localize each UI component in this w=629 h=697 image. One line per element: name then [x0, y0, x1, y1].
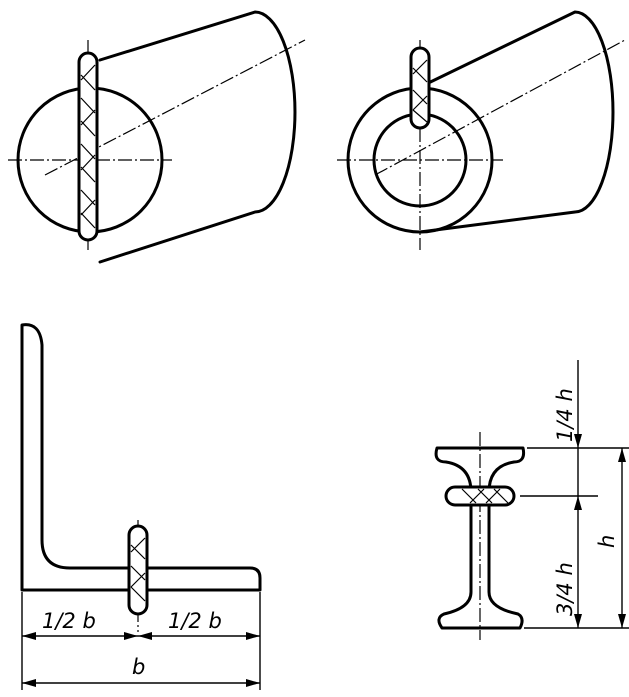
arrow-left-2 [22, 679, 36, 687]
solid-round-bar [8, 10, 306, 264]
angle-right-half-label: 1/2 b [168, 609, 222, 633]
angle-sample [127, 524, 149, 616]
angle-total-label: b [132, 655, 145, 679]
ibeam-quarter-label: 1/4 h [553, 388, 577, 442]
arrow-left-1 [22, 632, 36, 640]
angle-outline [20, 323, 262, 592]
i-beam-outline [434, 446, 526, 630]
i-beam-section: 1/4 h 3/4 h h [434, 360, 629, 640]
tube-sample [409, 46, 431, 130]
arrow-mid-right [138, 632, 152, 640]
arrow-bottom-1 [574, 614, 582, 628]
i-beam-sample [444, 485, 516, 507]
angle-section: 1/2 b 1/2 b b [20, 323, 262, 690]
hollow-tube [337, 10, 626, 250]
arrow-h-top [618, 448, 626, 462]
solid-bar-sample [77, 51, 99, 242]
angle-left-half-label: 1/2 b [42, 609, 96, 633]
arrow-right-1 [246, 632, 260, 640]
tube-outline [416, 10, 615, 234]
arrow-quarter-out [574, 496, 582, 510]
tube-axis-centerline [374, 39, 626, 176]
arrow-mid-left [124, 632, 138, 640]
ibeam-total-label: h [595, 535, 619, 548]
arrow-h-bottom [618, 614, 626, 628]
arrow-right-2 [246, 679, 260, 687]
arrow-top-in [574, 434, 582, 448]
ibeam-three-quarter-label: 3/4 h [553, 562, 577, 616]
solid-bar-outline [98, 10, 297, 264]
